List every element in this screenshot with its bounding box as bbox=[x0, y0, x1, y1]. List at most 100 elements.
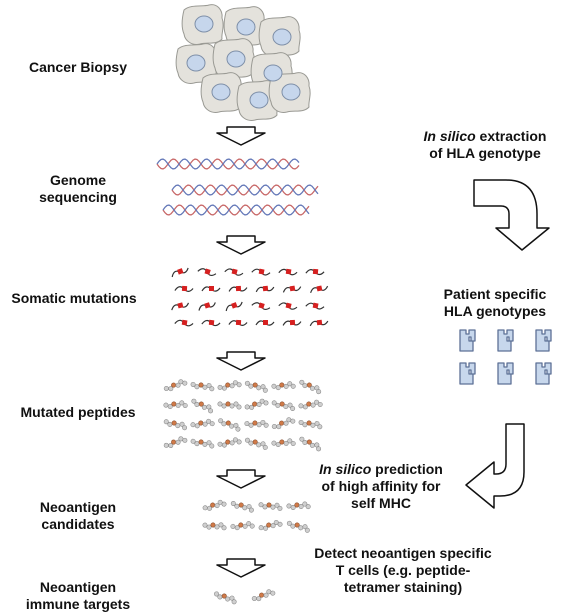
peptide-glyph bbox=[217, 378, 243, 394]
label-extraction-line1: In silico extraction bbox=[410, 128, 560, 145]
label-neoantigen-immune-targets-line1: Neoantigen bbox=[39, 579, 117, 595]
label-prediction-line2: of high affinity for bbox=[321, 478, 441, 494]
mutation-glyph bbox=[278, 300, 299, 311]
label-somatic-mutations: Somatic mutations bbox=[0, 290, 148, 307]
mutation-glyph bbox=[282, 318, 302, 327]
mutation-glyph bbox=[224, 266, 245, 277]
label-hla-genotypes-line1: Patient specific bbox=[443, 286, 547, 302]
mutation-glyph bbox=[305, 300, 326, 311]
peptide-glyph bbox=[243, 437, 269, 451]
candidate-peptide-glyph bbox=[229, 500, 255, 513]
label-extraction-italic: In silico bbox=[423, 128, 476, 144]
label-cancer-biopsy-text: Cancer Biopsy bbox=[28, 59, 128, 75]
peptide-glyph bbox=[244, 419, 269, 430]
mutation-glyph bbox=[228, 318, 248, 327]
peptide-glyph bbox=[163, 377, 189, 395]
immune-targets-illustration bbox=[212, 587, 277, 605]
mutation-glyph bbox=[174, 284, 194, 293]
peptide-glyph bbox=[190, 438, 215, 449]
mutation-glyph bbox=[278, 267, 298, 276]
neoantigen-candidates-illustration bbox=[202, 498, 311, 534]
arrow-down-1 bbox=[216, 126, 266, 146]
mutated-peptides-illustration bbox=[162, 377, 324, 452]
peptide-glyph bbox=[163, 399, 188, 411]
cell-nuclei bbox=[186, 15, 301, 109]
label-detect-line2: T cells (e.g. peptide- bbox=[335, 562, 471, 578]
peptide-glyph bbox=[190, 381, 215, 392]
label-detect-line3: tetramer staining) bbox=[343, 579, 463, 595]
arrow-down-5 bbox=[216, 558, 266, 578]
candidate-peptide-glyph bbox=[285, 520, 311, 534]
candidate-peptide-glyph bbox=[258, 518, 284, 534]
peptide-glyph bbox=[189, 398, 215, 414]
mutation-glyph bbox=[255, 319, 275, 326]
curved-arrow-extraction bbox=[473, 179, 550, 251]
mutation-glyph bbox=[309, 318, 329, 327]
label-extraction-line2: of HLA genotype bbox=[429, 145, 541, 161]
hla-icons-grid bbox=[459, 329, 552, 385]
candidate-peptide-glyph bbox=[258, 502, 283, 511]
label-genome-sequencing: Genome sequencing bbox=[8, 172, 148, 206]
arrow-down-2 bbox=[216, 235, 266, 255]
label-prediction: In silico prediction of high affinity fo… bbox=[296, 461, 466, 512]
mutation-glyph bbox=[169, 265, 190, 278]
label-genome-sequencing-line1: Genome bbox=[49, 172, 106, 188]
peptide-glyph bbox=[298, 419, 323, 430]
candidate-peptide-glyph bbox=[286, 500, 311, 512]
mutation-glyph bbox=[169, 300, 190, 311]
label-neoantigen-immune-targets-line2: immune targets bbox=[25, 596, 131, 612]
mutation-glyph bbox=[305, 267, 325, 276]
label-prediction-rest: prediction bbox=[371, 461, 443, 477]
peptide-glyph bbox=[271, 380, 296, 393]
label-neoantigen-candidates-line2: candidates bbox=[41, 516, 115, 532]
mutation-glyph bbox=[197, 265, 218, 278]
label-mutated-peptides: Mutated peptides bbox=[8, 404, 148, 421]
mutation-glyph bbox=[251, 299, 272, 312]
peptide-glyph bbox=[162, 418, 188, 431]
label-extraction-rest: extraction bbox=[475, 128, 547, 144]
label-neoantigen-immune-targets: Neoantigen immune targets bbox=[8, 579, 148, 613]
label-mutated-peptides-text: Mutated peptides bbox=[20, 404, 136, 420]
mutation-glyph bbox=[282, 284, 302, 294]
mutation-glyph bbox=[228, 284, 248, 293]
peptide-glyph bbox=[163, 434, 189, 452]
peptide-glyph bbox=[271, 415, 297, 433]
label-genome-sequencing-line2: sequencing bbox=[39, 189, 117, 205]
label-neoantigen-candidates-line1: Neoantigen bbox=[39, 499, 117, 515]
label-hla-genotypes-line2: HLA genotypes bbox=[443, 303, 547, 319]
mutation-glyph bbox=[201, 285, 221, 292]
mutation-glyph bbox=[223, 299, 244, 312]
mutation-glyph bbox=[201, 318, 221, 327]
peptide-glyph bbox=[271, 437, 296, 449]
label-cancer-biopsy: Cancer Biopsy bbox=[8, 59, 148, 76]
label-somatic-mutations-text: Somatic mutations bbox=[11, 290, 137, 306]
candidate-peptide-glyph bbox=[202, 522, 227, 531]
arrow-down-4 bbox=[216, 469, 266, 489]
peptide-glyph bbox=[243, 380, 269, 394]
arrow-down-3 bbox=[216, 351, 266, 371]
peptide-glyph bbox=[297, 379, 323, 395]
mutation-glyph bbox=[308, 283, 329, 294]
candidate-peptide-glyph bbox=[230, 520, 256, 533]
peptide-glyph bbox=[298, 398, 324, 412]
peptide-glyph bbox=[217, 401, 242, 410]
mutation-glyph bbox=[174, 318, 194, 328]
candidate-peptide-glyph bbox=[202, 498, 228, 514]
peptide-glyph bbox=[271, 400, 296, 412]
curved-arrow-prediction bbox=[465, 423, 525, 509]
peptide-glyph bbox=[244, 396, 270, 413]
dna-strands-illustration bbox=[156, 158, 319, 216]
label-prediction-line1: In silico prediction bbox=[296, 461, 466, 478]
label-prediction-italic: In silico bbox=[319, 461, 372, 477]
label-prediction-line3: self MHC bbox=[351, 495, 411, 511]
label-detect-line1: Detect neoantigen specific bbox=[314, 545, 492, 561]
peptide-glyph bbox=[297, 436, 323, 452]
label-hla-genotypes: Patient specific HLA genotypes bbox=[430, 286, 560, 320]
label-detect: Detect neoantigen specific T cells (e.g.… bbox=[298, 545, 508, 596]
somatic-mutations-illustration bbox=[169, 265, 329, 328]
mutation-glyph bbox=[251, 266, 272, 277]
label-neoantigen-candidates: Neoantigen candidates bbox=[8, 499, 148, 533]
peptide-glyph bbox=[217, 435, 243, 451]
mutation-glyph bbox=[255, 284, 275, 293]
